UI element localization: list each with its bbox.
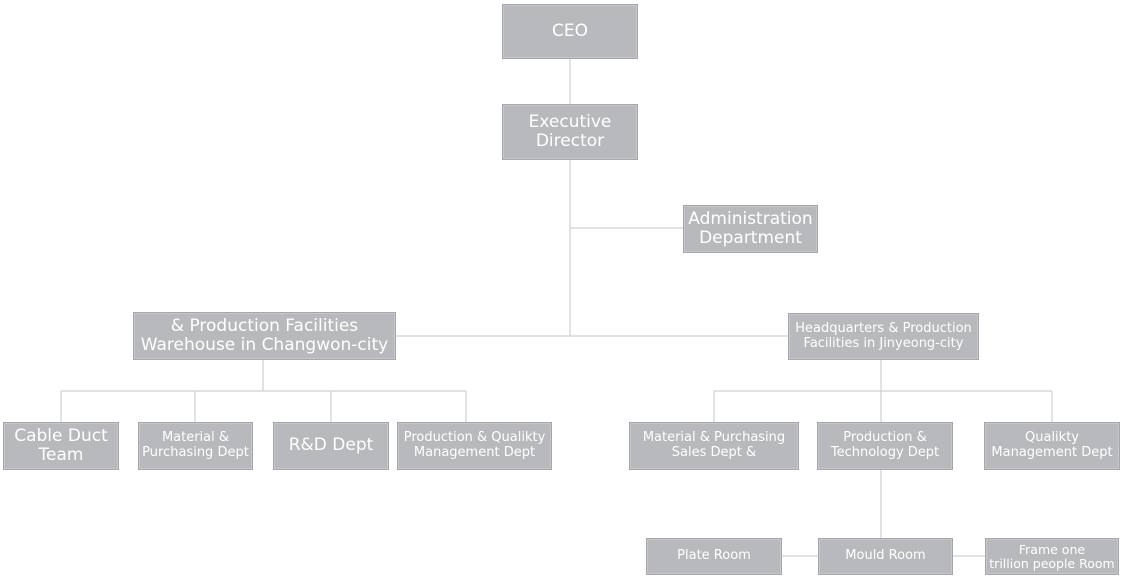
executive-director-box: Executive Director <box>502 104 638 160</box>
frame-room-box: Frame one trillion people Room <box>985 538 1119 575</box>
changwon-material-purchasing-box: Material & Purchasing Dept <box>138 422 253 470</box>
jinyeong-headquarters-box: Headquarters & Production Facilities in … <box>788 313 979 360</box>
changwon-facilities-box: & Production Facilities Warehouse in Cha… <box>133 312 396 360</box>
cable-duct-team-box: Cable Duct Team <box>3 422 119 470</box>
production-quality-management-box: Production & Qualikty Management Dept <box>397 422 552 470</box>
jinyeong-material-purchasing-sales-box: Material & Purchasing Sales Dept & <box>629 422 799 470</box>
production-technology-box: Production & Technology Dept <box>817 422 953 470</box>
mould-room-box: Mould Room <box>818 538 953 575</box>
plate-room-box: Plate Room <box>646 538 782 575</box>
quality-management-box: Qualikty Management Dept <box>984 422 1120 470</box>
administration-department-box: Administration Department <box>683 205 818 253</box>
rd-dept-box: R&D Dept <box>273 422 389 470</box>
ceo-box: CEO <box>502 4 638 59</box>
